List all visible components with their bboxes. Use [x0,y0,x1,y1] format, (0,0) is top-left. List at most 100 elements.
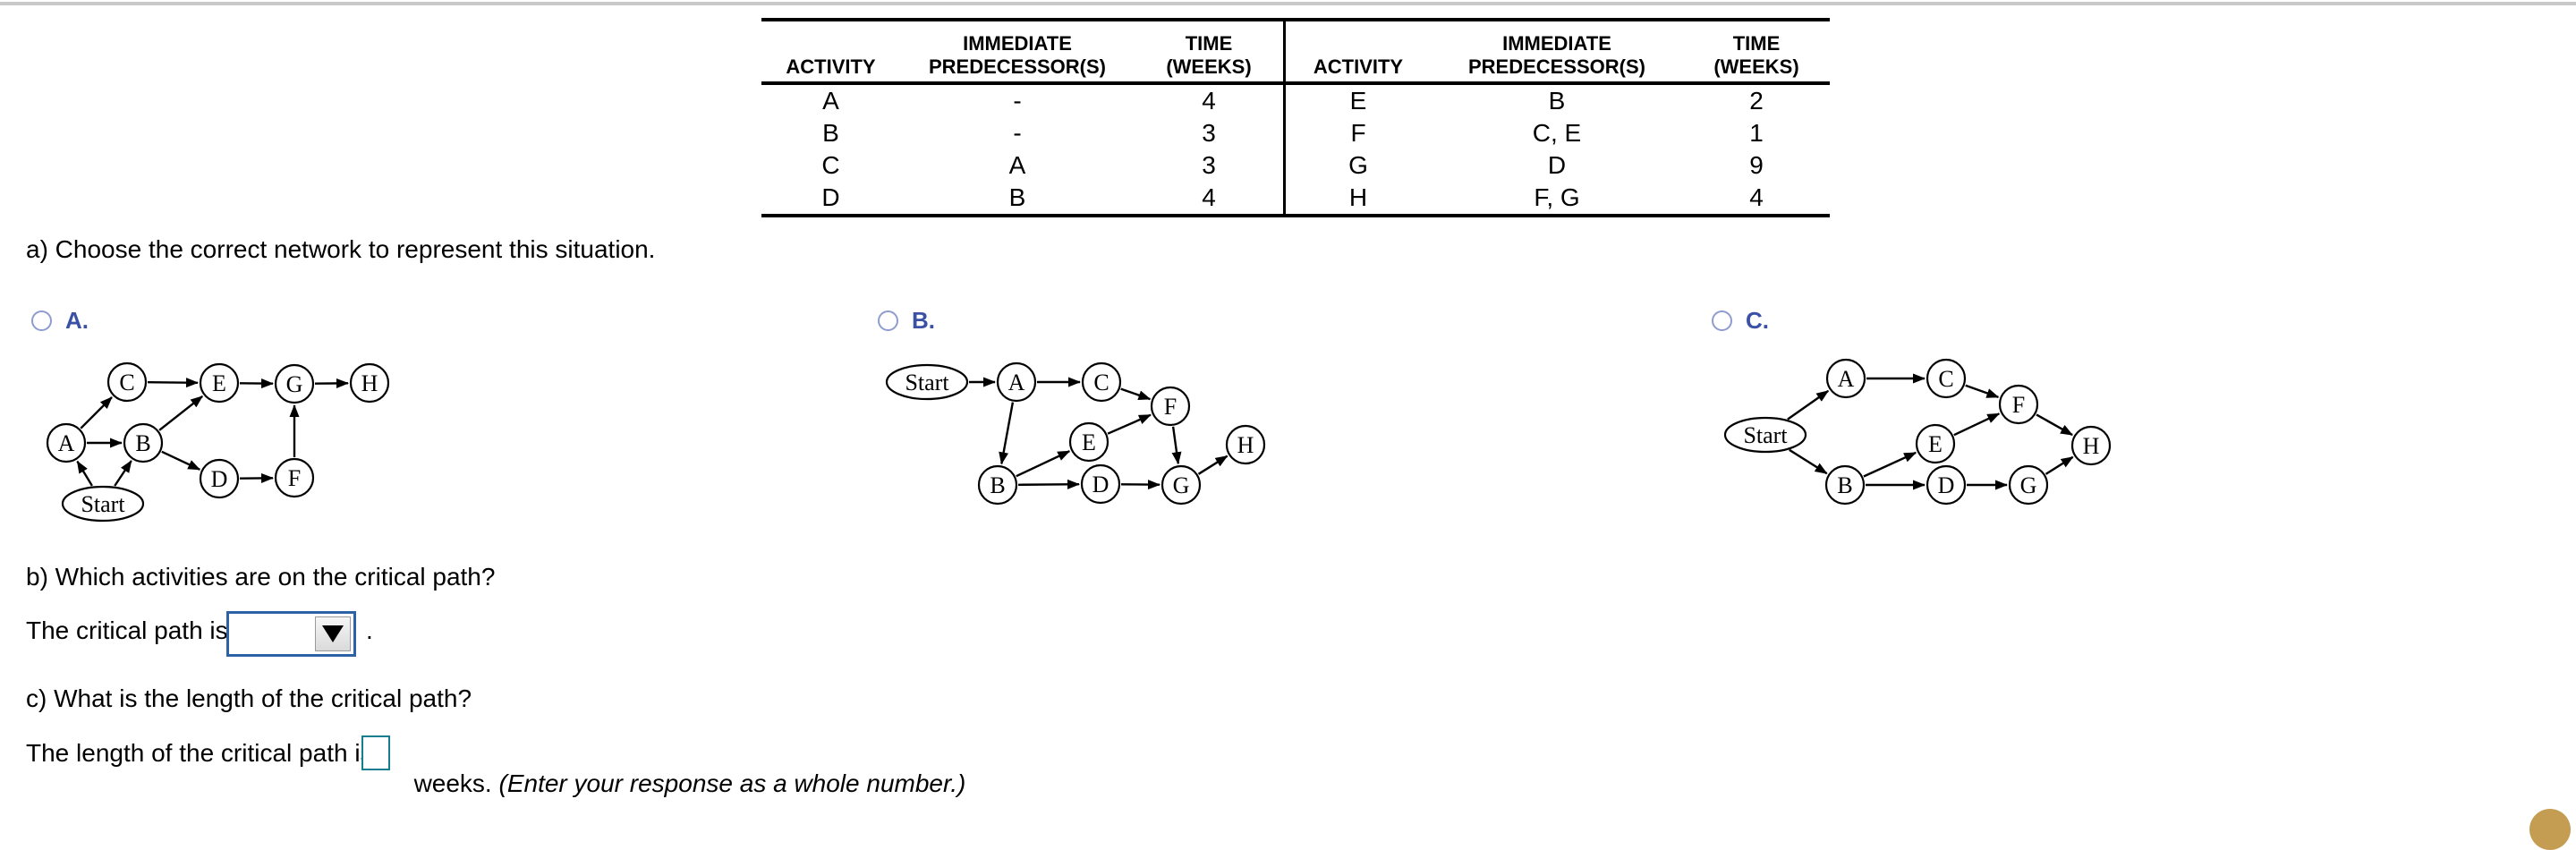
svg-text:F: F [288,465,301,491]
svg-text:G: G [1173,472,1190,498]
svg-text:B: B [1837,472,1852,498]
radio-option-b[interactable] [878,310,898,331]
svg-text:D: D [211,466,228,492]
node-C: C [1927,360,1965,397]
table-cell: 9 [1683,152,1830,179]
table-cell: - [900,88,1135,115]
svg-text:C: C [1938,366,1953,392]
table-cell: 1 [1683,120,1830,147]
node-A: A [1827,360,1865,397]
option-b[interactable]: B. [878,308,935,333]
node-G: G [276,365,313,403]
table-cell: F, G [1431,184,1683,211]
svg-text:F: F [2012,392,2025,418]
edge-A-C [81,397,112,429]
svg-text:D: D [1938,472,1955,498]
table-cell: C [761,152,900,179]
option-c-label: C. [1746,307,1769,335]
table-cell: B [900,184,1135,211]
node-G: G [1162,466,1200,504]
edge-B-E [1864,453,1916,477]
node-B: B [124,424,162,462]
node-H: H [2072,427,2110,464]
edge-C-F [1121,389,1151,400]
edge-Start-B [1790,450,1827,473]
option-c[interactable]: C. [1712,308,1769,333]
node-D: D [1927,466,1965,504]
node-D: D [1082,465,1119,503]
node-D: D [200,460,238,497]
table-cell: 3 [1135,120,1283,147]
table-cell: E [1286,88,1431,115]
critical-path-period: . [366,616,373,646]
question-b-text: b) Which activities are on the critical … [26,562,495,592]
table-cell: A [761,88,900,115]
table-header-cell: ACTIVITY [1286,55,1431,79]
question-c-text: c) What is the length of the critical pa… [26,684,472,714]
table-cell: A [900,152,1135,179]
node-C: C [108,363,146,401]
edge-C-F [1966,386,1999,397]
table-header-cell: TIME(WEEKS) [1135,32,1283,79]
node-Start: Start [1725,418,1806,452]
critical-path-dropdown[interactable] [226,611,356,657]
table-cell: 4 [1135,88,1283,115]
edge-G-H [2046,457,2073,474]
table-cell: G [1286,152,1431,179]
edge-Start-A [1788,391,1828,420]
table-cell: D [1431,152,1683,179]
option-b-label: B. [912,307,935,335]
edge-Start-B [115,461,132,486]
node-Start: Start [887,365,967,399]
edge-A-B [1001,403,1013,464]
table-cell: C, E [1431,120,1683,147]
svg-text:H: H [361,370,378,396]
svg-text:B: B [135,430,150,456]
svg-text:C: C [1093,370,1109,395]
corner-floating-button[interactable] [2529,809,2571,850]
node-H: H [351,364,388,402]
path-length-input[interactable] [361,735,390,770]
edge-F-H [2036,414,2072,435]
svg-text:A: A [1008,370,1025,395]
svg-text:D: D [1092,472,1109,497]
radio-option-c[interactable] [1712,310,1732,331]
svg-text:A: A [58,430,75,456]
svg-text:A: A [1838,366,1855,392]
node-A: A [47,424,85,462]
svg-text:E: E [212,370,226,396]
weeks-label: weeks. [414,769,492,797]
node-B: B [1826,466,1864,504]
edge-E-F [1954,413,2000,435]
dropdown-button[interactable] [315,616,351,651]
table-header-cell: ACTIVITY [761,55,900,79]
radio-option-a[interactable] [31,310,52,331]
node-H: H [1227,426,1264,463]
svg-text:E: E [1082,429,1096,455]
svg-text:Start: Start [905,370,949,395]
option-a[interactable]: A. [31,308,89,333]
edge-B-D [162,452,200,470]
table-cell: H [1286,184,1431,211]
svg-text:G: G [286,371,303,397]
node-B: B [979,466,1016,504]
node-F: F [2000,386,2037,423]
edge-Start-A [77,462,92,486]
option-a-label: A. [65,307,89,335]
path-length-prompt: The length of the critical path is [26,738,373,769]
node-E: E [200,364,238,402]
chevron-down-icon [322,625,344,642]
node-Start: Start [63,487,143,521]
svg-text:B: B [990,472,1005,498]
